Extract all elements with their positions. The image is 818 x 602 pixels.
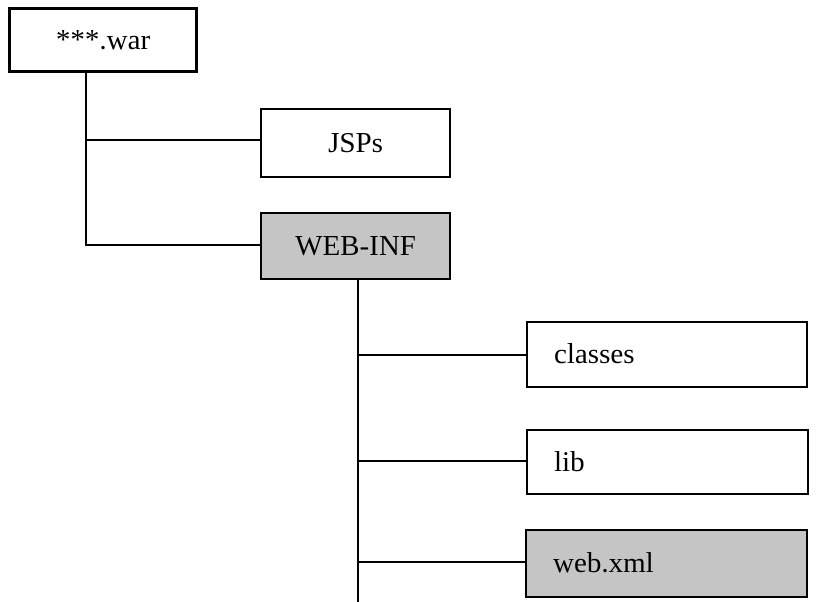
node-war-archive: ***.war — [8, 7, 198, 73]
node-jsps-folder: JSPs — [260, 108, 451, 178]
node-classes-folder-label: classes — [554, 338, 635, 370]
connector-war-to-jsps — [85, 139, 260, 141]
node-web-inf-folder-label: WEB-INF — [295, 229, 416, 262]
node-war-archive-label: ***.war — [55, 23, 151, 56]
connector-war-to-webinf — [85, 244, 260, 246]
node-web-inf-folder: WEB-INF — [260, 212, 451, 280]
node-web-xml-file-label: web.xml — [553, 547, 654, 579]
connector-war-vertical — [85, 73, 87, 246]
node-web-xml-file: web.xml — [525, 529, 808, 598]
node-lib-folder-label: lib — [554, 445, 585, 478]
connector-webinf-to-classes — [357, 354, 526, 356]
connector-webinf-to-webxml — [357, 561, 526, 563]
connector-webinf-to-lib — [357, 460, 526, 462]
connector-webinf-vertical — [357, 280, 359, 602]
node-classes-folder: classes — [526, 321, 808, 388]
node-jsps-folder-label: JSPs — [328, 126, 383, 159]
node-lib-folder: lib — [526, 429, 809, 495]
